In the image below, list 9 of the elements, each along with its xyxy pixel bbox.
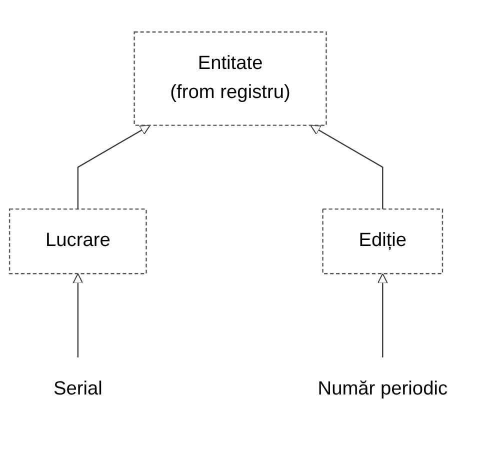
node-text: Serial bbox=[53, 378, 102, 400]
node-box: Entitate (from registru) bbox=[134, 31, 327, 126]
arrow bbox=[310, 124, 384, 210]
arrow bbox=[77, 124, 150, 210]
node-box: Lucrare bbox=[8, 208, 147, 274]
arrow bbox=[72, 273, 84, 358]
node-text: Număr periodic bbox=[318, 378, 448, 400]
node-box: Ediție bbox=[322, 208, 444, 274]
arrow bbox=[377, 273, 388, 358]
